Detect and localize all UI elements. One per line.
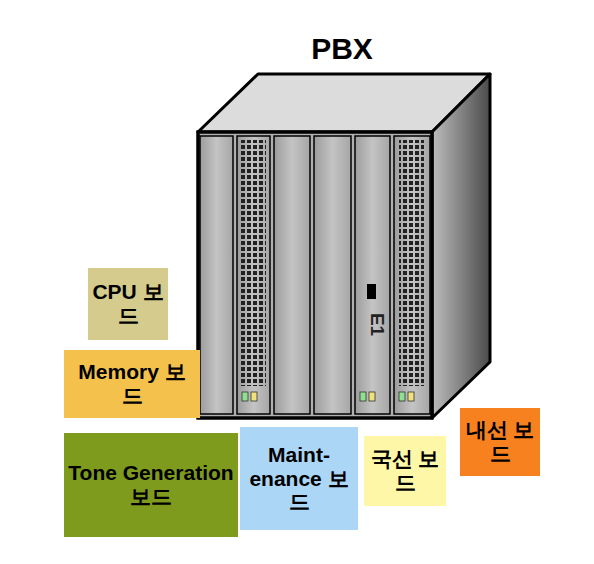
board-note: 내선 보드	[460, 408, 540, 476]
board-name: Maint- enance 보드	[244, 443, 354, 514]
board-name: CPU 보드	[92, 280, 164, 327]
board-note: Memory 보드	[64, 350, 200, 418]
board-note: 국선 보드	[364, 436, 446, 506]
board-note: Maint- enance 보드	[240, 427, 358, 530]
board-name: 내선 보드	[464, 418, 536, 465]
board-note: CPU 보드	[88, 268, 168, 340]
board-name: Memory 보드	[76, 360, 188, 407]
board-note: Tone Generation 보드	[64, 433, 238, 537]
board-label: E1	[368, 305, 387, 345]
board-name: 국선 보드	[368, 447, 442, 494]
diagram-title: PBX	[292, 34, 392, 64]
board-name: Tone Generation 보드	[67, 461, 235, 508]
